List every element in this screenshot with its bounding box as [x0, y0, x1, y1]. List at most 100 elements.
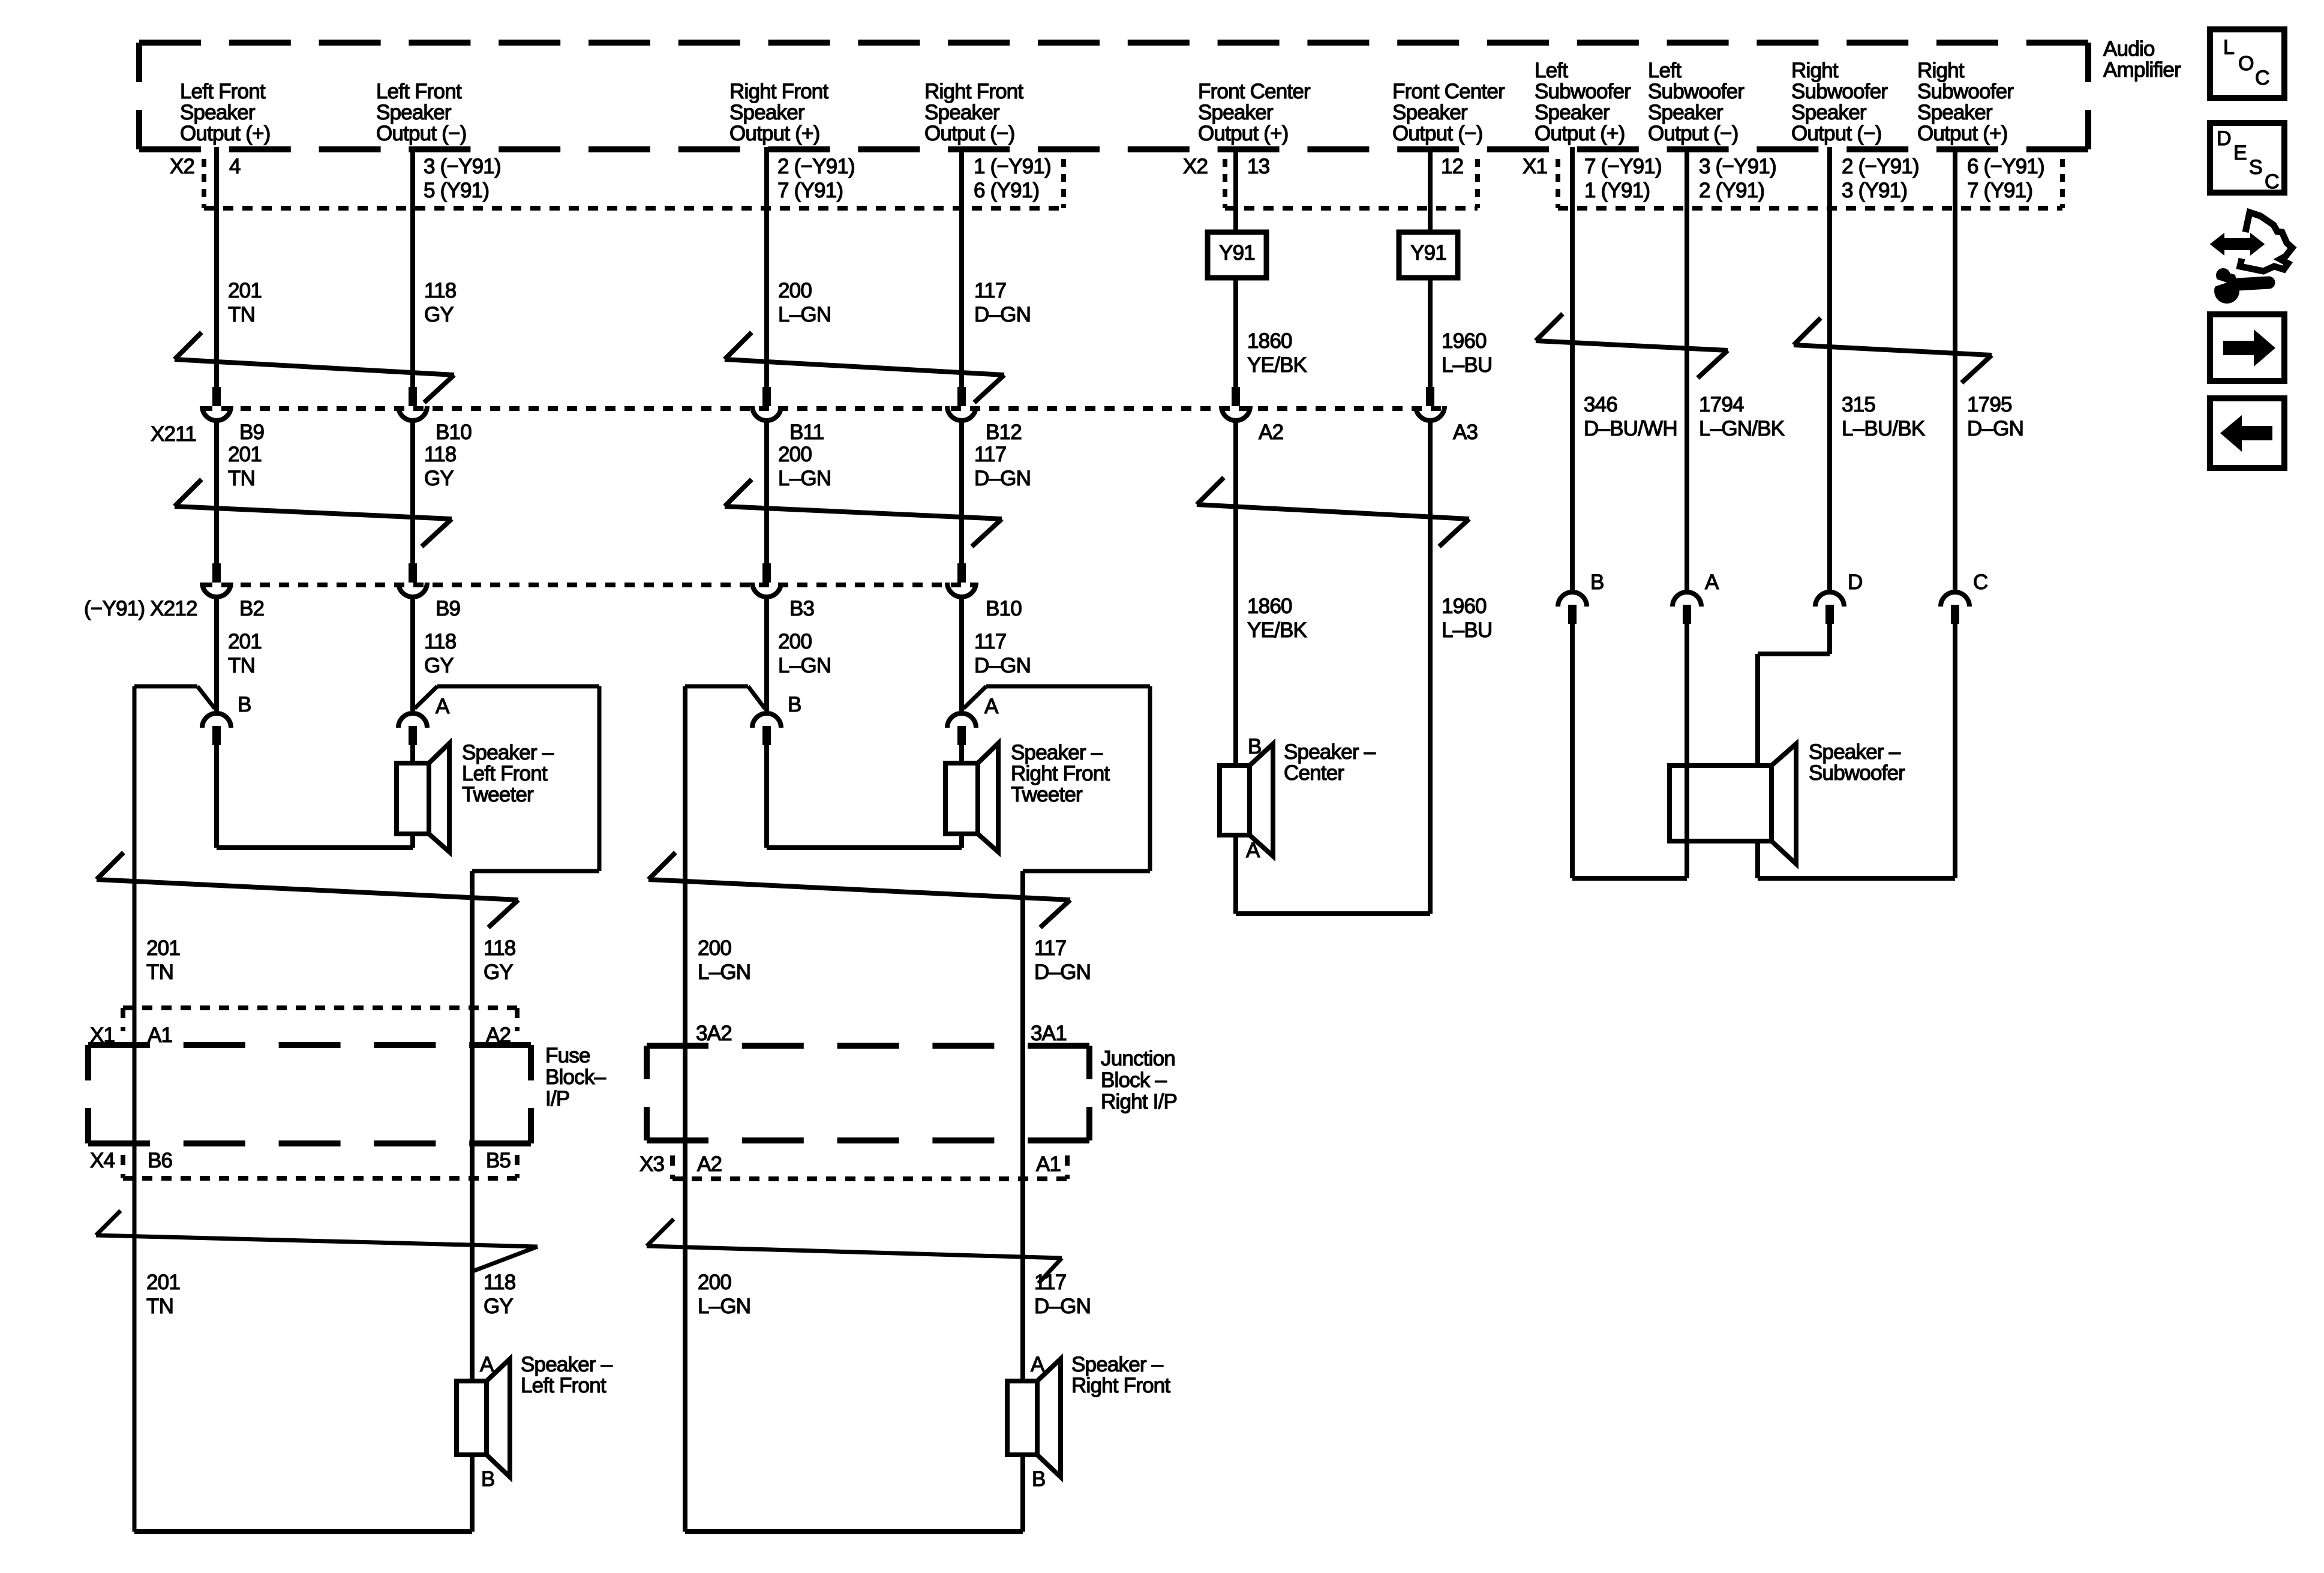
svg-text:346: 346	[1584, 393, 1617, 416]
svg-text:Left: Left	[1535, 59, 1568, 82]
svg-text:L–GN: L–GN	[778, 467, 831, 490]
svg-text:TN: TN	[228, 303, 255, 326]
svg-text:3 (−Y91): 3 (−Y91)	[1699, 155, 1776, 178]
svg-text:Right Front: Right Front	[924, 80, 1023, 103]
svg-text:Speaker: Speaker	[376, 101, 452, 124]
svg-text:GY: GY	[484, 1295, 513, 1318]
svg-text:Junction: Junction	[1101, 1047, 1175, 1070]
svg-text:A2: A2	[1259, 421, 1283, 444]
svg-text:D–GN: D–GN	[1967, 417, 2023, 440]
svg-text:3A1: 3A1	[1031, 1022, 1067, 1045]
svg-text:118: 118	[484, 1271, 515, 1294]
svg-text:Subwoofer: Subwoofer	[1917, 80, 2014, 103]
svg-text:1 (Y91): 1 (Y91)	[1584, 179, 1650, 202]
svg-text:3 (−Y91): 3 (−Y91)	[424, 155, 501, 178]
svg-text:TN: TN	[146, 960, 173, 984]
svg-text:Speaker –: Speaker –	[1011, 741, 1103, 764]
svg-text:B: B	[238, 693, 251, 716]
svg-text:Output (+): Output (+)	[729, 122, 820, 145]
svg-text:315: 315	[1842, 393, 1875, 416]
svg-text:5 (Y91): 5 (Y91)	[424, 179, 489, 202]
svg-text:Output (−): Output (−)	[1392, 122, 1483, 145]
svg-text:B: B	[788, 693, 801, 716]
svg-text:X2: X2	[1183, 155, 1208, 178]
svg-text:A: A	[1246, 839, 1260, 862]
svg-text:201: 201	[146, 936, 180, 960]
svg-text:Left Front: Left Front	[521, 1374, 606, 1397]
svg-text:L–BU/BK: L–BU/BK	[1842, 417, 1925, 440]
svg-text:Front Center: Front Center	[1198, 80, 1311, 103]
svg-text:E: E	[2233, 142, 2247, 164]
svg-text:D–GN: D–GN	[1034, 1295, 1091, 1318]
svg-text:A3: A3	[1453, 421, 1478, 444]
svg-text:Output (+): Output (+)	[1917, 122, 2008, 145]
svg-text:B9: B9	[436, 597, 460, 620]
svg-text:Y91: Y91	[1219, 241, 1255, 265]
svg-text:7 (Y91): 7 (Y91)	[777, 179, 843, 202]
svg-text:Speaker –: Speaker –	[462, 741, 554, 764]
svg-text:117: 117	[1034, 1271, 1066, 1294]
svg-text:Speaker: Speaker	[924, 101, 1000, 124]
svg-text:L–GN/BK: L–GN/BK	[1699, 417, 1785, 440]
svg-text:D–GN: D–GN	[974, 654, 1031, 677]
svg-text:B: B	[1590, 571, 1604, 594]
svg-text:O: O	[2238, 52, 2254, 75]
svg-text:B: B	[1032, 1467, 1046, 1491]
svg-text:TN: TN	[228, 654, 255, 677]
svg-text:Front Center: Front Center	[1392, 80, 1505, 103]
svg-text:Left Front: Left Front	[180, 80, 266, 103]
svg-text:C: C	[2265, 170, 2279, 193]
svg-text:Left: Left	[1648, 59, 1682, 82]
svg-text:Output (−): Output (−)	[376, 122, 467, 145]
svg-text:7 (−Y91): 7 (−Y91)	[1584, 155, 1662, 178]
svg-text:L–GN: L–GN	[778, 303, 831, 326]
svg-text:200: 200	[778, 630, 812, 653]
svg-text:L–GN: L–GN	[698, 960, 750, 984]
svg-text:B3: B3	[789, 597, 814, 620]
svg-text:Speaker –: Speaker –	[1071, 1353, 1164, 1376]
svg-text:D: D	[2217, 127, 2231, 150]
svg-text:D–GN: D–GN	[974, 303, 1031, 326]
svg-text:B: B	[1248, 735, 1262, 758]
svg-text:B5: B5	[486, 1149, 511, 1172]
svg-text:Speaker: Speaker	[1535, 101, 1610, 124]
svg-text:L–BU: L–BU	[1442, 619, 1492, 642]
svg-text:A1: A1	[148, 1023, 172, 1047]
svg-text:Right: Right	[1791, 59, 1839, 82]
svg-text:L–GN: L–GN	[778, 654, 831, 677]
svg-text:B: B	[481, 1467, 495, 1491]
svg-text:GY: GY	[424, 654, 454, 677]
svg-text:118: 118	[484, 936, 515, 960]
svg-text:YE/BK: YE/BK	[1247, 619, 1307, 642]
svg-text:A: A	[1705, 571, 1719, 594]
svg-text:2 (Y91): 2 (Y91)	[1699, 179, 1764, 202]
svg-text:3 (Y91): 3 (Y91)	[1842, 179, 1907, 202]
svg-text:L: L	[2223, 36, 2234, 59]
svg-text:D–BU/WH: D–BU/WH	[1584, 417, 1677, 440]
svg-text:12: 12	[1441, 155, 1463, 178]
svg-text:Y91: Y91	[1410, 241, 1446, 265]
svg-text:1794: 1794	[1699, 393, 1744, 416]
svg-text:X3: X3	[639, 1152, 664, 1176]
svg-text:Speaker –: Speaker –	[521, 1353, 613, 1376]
svg-text:201: 201	[228, 279, 262, 302]
svg-text:Left Front: Left Front	[376, 80, 462, 103]
svg-text:Right: Right	[1917, 59, 1965, 82]
svg-text:Output (+): Output (+)	[1198, 122, 1289, 145]
svg-text:X2: X2	[170, 155, 194, 178]
svg-text:Output (+): Output (+)	[1535, 122, 1625, 145]
svg-text:Amplifier: Amplifier	[2103, 58, 2181, 82]
svg-text:118: 118	[424, 443, 456, 466]
svg-text:C: C	[1973, 571, 1987, 594]
svg-text:TN: TN	[146, 1295, 173, 1318]
svg-text:2 (−Y91): 2 (−Y91)	[1842, 155, 1919, 178]
svg-text:Fuse: Fuse	[545, 1044, 590, 1067]
svg-text:Output (−): Output (−)	[924, 122, 1015, 145]
svg-text:C: C	[2255, 67, 2269, 89]
svg-text:Right Front: Right Front	[1011, 762, 1110, 785]
svg-text:A: A	[480, 1353, 494, 1376]
svg-text:6 (Y91): 6 (Y91)	[974, 179, 1039, 202]
svg-text:Right Front: Right Front	[729, 80, 828, 103]
svg-text:200: 200	[698, 936, 731, 960]
svg-text:1 (−Y91): 1 (−Y91)	[974, 155, 1051, 178]
